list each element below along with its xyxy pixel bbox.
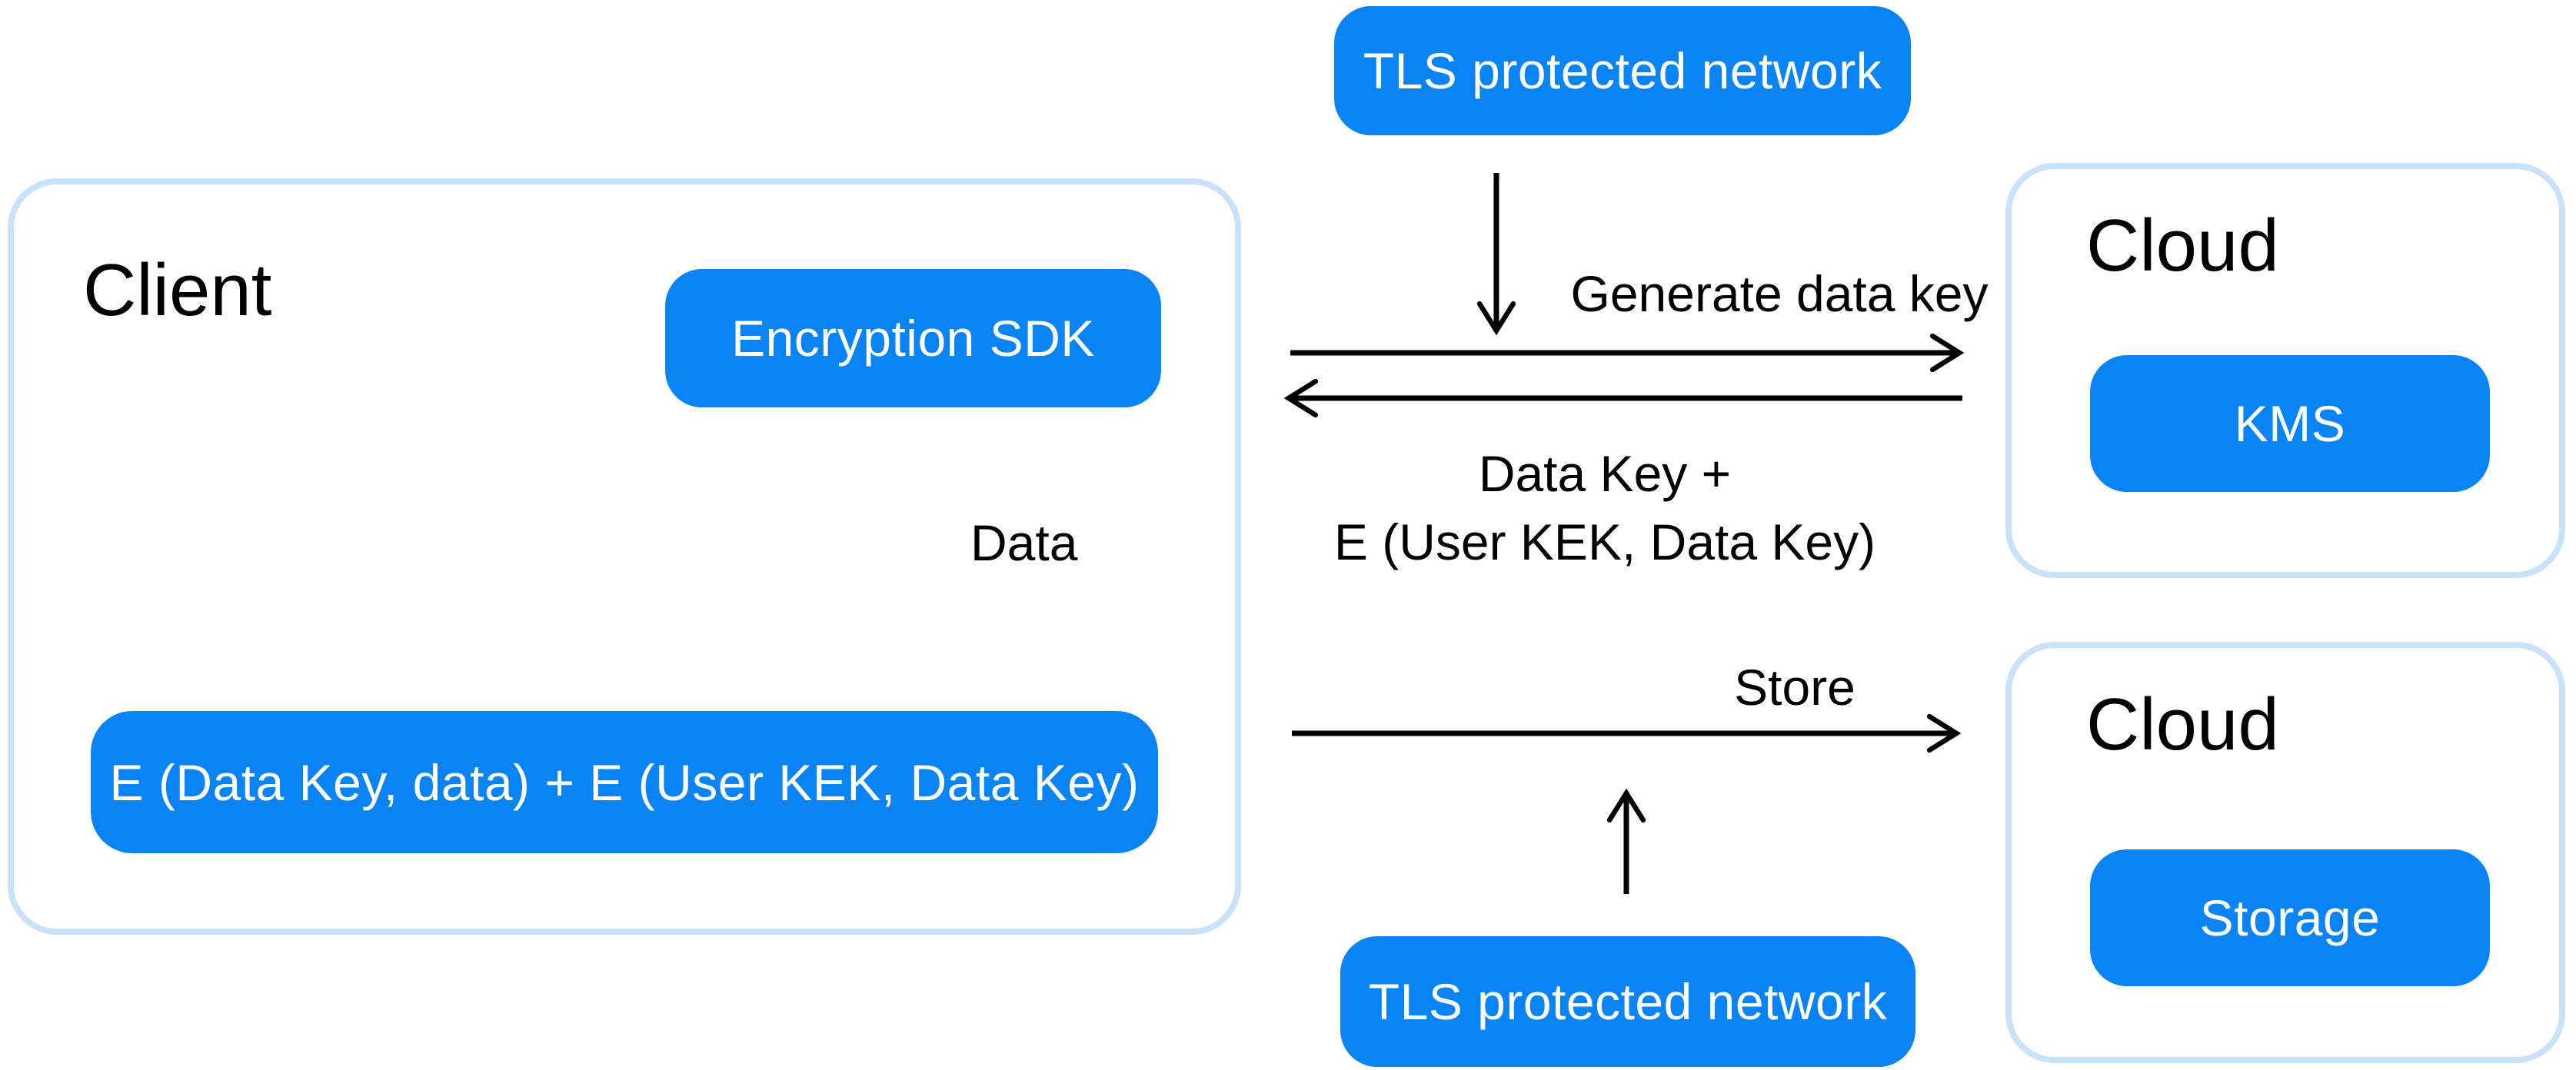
store-label: Store <box>1734 659 1855 716</box>
return-data-key-label-line1: Data Key + <box>1478 445 1732 502</box>
tls-protected-network-top-pill: TLS protected network <box>1334 6 1911 135</box>
kms-label: KMS <box>2234 395 2346 452</box>
encryption-sdk-label: Encryption SDK <box>731 310 1095 367</box>
kms-pill: KMS <box>2090 355 2490 492</box>
encryption-sdk-pill: Encryption SDK <box>665 269 1161 407</box>
encrypted-result-pill: E (Data Key, data) + E (User KEK, Data K… <box>91 711 1158 853</box>
cloud-storage-title: Cloud <box>2086 683 2279 766</box>
generate-data-key-label: Generate data key <box>1570 265 1989 322</box>
encrypted-result-label: E (Data Key, data) + E (User KEK, Data K… <box>109 753 1140 811</box>
storage-pill: Storage <box>2090 849 2490 986</box>
storage-label: Storage <box>2199 889 2381 946</box>
tls-protected-network-bottom-pill: TLS protected network <box>1340 936 1915 1067</box>
client-title: Client <box>83 249 272 331</box>
return-data-key-label-line2: E (User KEK, Data Key) <box>1333 513 1876 571</box>
cloud-kms-title: Cloud <box>2086 204 2279 287</box>
return-data-key-label: Data Key + E (User KEK, Data Key) <box>1328 440 1882 577</box>
tls-bottom-label: TLS protected network <box>1368 973 1888 1030</box>
tls-top-label: TLS protected network <box>1363 42 1882 99</box>
data-flow-label: Data <box>970 514 1078 571</box>
